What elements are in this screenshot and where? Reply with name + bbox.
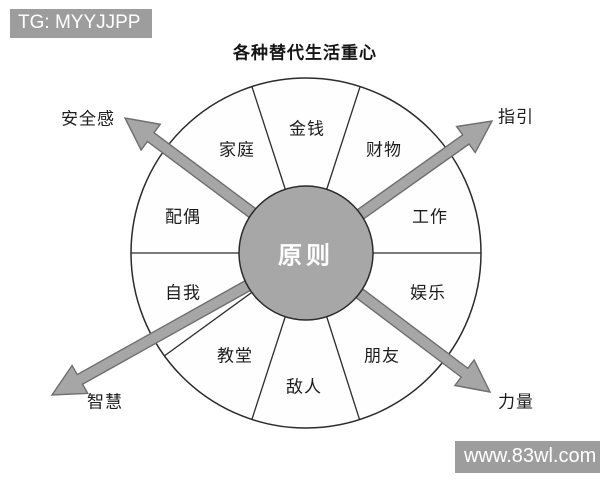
segment-label-friends: 朋友 [364,346,400,366]
arrow-label-power: 力量 [498,392,534,412]
segment-label-pleasure: 娱乐 [410,283,446,303]
arrow-label-wisdom: 智慧 [87,392,123,412]
segment-label-church: 教堂 [217,346,253,366]
diagram-title: 各种替代生活重心 [233,43,377,63]
arrow-label-guidance: 指引 [498,107,534,127]
watermark-top: TG: MYYJJPP [10,9,153,38]
center-label: 原则 [278,242,334,270]
watermark-bottom: www.83wl.com [455,441,600,473]
segment-label-money: 金钱 [289,119,325,139]
center-circle [238,185,374,321]
segment-label-family: 家庭 [219,140,255,160]
segment-label-enemies: 敌人 [286,377,322,397]
segment-label-work: 工作 [412,207,448,227]
segment-label-self: 自我 [165,283,201,303]
segment-label-possessions: 财物 [366,140,402,160]
segment-label-spouse: 配偶 [165,207,201,227]
arrow-label-security: 安全感 [61,109,115,129]
